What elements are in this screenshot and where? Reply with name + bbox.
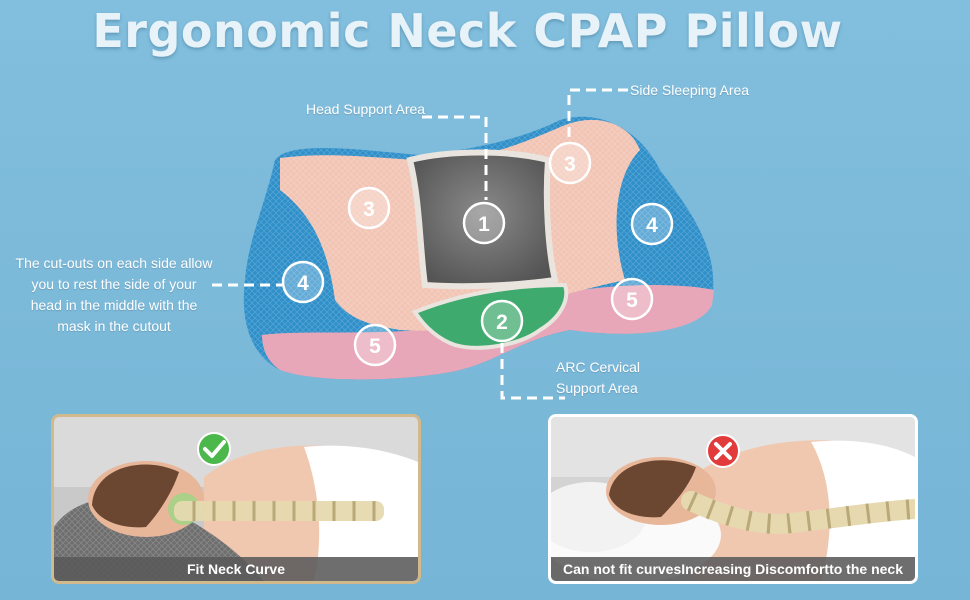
zone-badge-5-left: 5: [353, 323, 397, 367]
cutout-line-3: head in the middle with the: [30, 297, 198, 313]
zone-badge-4-left: 4: [281, 260, 325, 304]
spine-straight: [168, 493, 384, 525]
spine-bent: [681, 491, 915, 534]
good-caption: Fit Neck Curve: [54, 557, 418, 581]
zone-badge-2: 2: [480, 299, 524, 343]
pillow-green-arc: [412, 282, 569, 350]
page-title: Ergonomic Neck CPAP Pillow: [92, 4, 843, 58]
zone-badge-3-left: 3: [347, 186, 391, 230]
svg-text:3: 3: [564, 153, 576, 176]
check-icon: [197, 432, 231, 466]
svg-text:1: 1: [478, 213, 490, 236]
svg-text:3: 3: [363, 198, 375, 221]
arc-line-2: Support Area: [556, 380, 638, 396]
arc-line-1: ARC Cervical: [556, 359, 641, 375]
svg-text:5: 5: [369, 335, 381, 358]
svg-text:5: 5: [626, 289, 638, 312]
arc-support-label: ARC Cervical Support Area: [556, 357, 666, 399]
cutout-description: The cut-outs on each side allow you to r…: [6, 253, 222, 337]
pillow-gray-center: [406, 149, 559, 290]
side-sleeping-label: Side Sleeping Area: [630, 82, 750, 98]
svg-text:2: 2: [496, 311, 508, 334]
leader-head-support: [422, 115, 488, 200]
svg-text:4: 4: [646, 214, 658, 237]
cutout-line-2: you to rest the side of your: [31, 276, 197, 292]
zone-badge-4-right: 4: [630, 202, 674, 246]
zone-badge-5-right: 5: [610, 277, 654, 321]
x-icon: [706, 434, 740, 468]
comparison-panel-bad: Can not fit curvesIncreasing Discomfortt…: [548, 414, 918, 584]
zone-badge-3-right: 3: [548, 141, 592, 185]
bad-caption: Can not fit curvesIncreasing Discomfortt…: [551, 557, 915, 581]
leader-side-sleeping: [567, 88, 628, 140]
zone-badge-1: 1: [462, 201, 506, 245]
head-support-label: Head Support Area: [306, 101, 426, 117]
comparison-panel-good: Fit Neck Curve: [51, 414, 421, 584]
cutout-line-4: mask in the cutout: [57, 318, 171, 334]
svg-text:4: 4: [297, 272, 309, 295]
leader-arc: [500, 343, 565, 400]
bad-sleep-photo: [551, 417, 915, 581]
pillow-diagram: 1 2 3 3 4 4 5 5: [212, 88, 714, 400]
cutout-line-1: The cut-outs on each side allow: [15, 255, 213, 271]
